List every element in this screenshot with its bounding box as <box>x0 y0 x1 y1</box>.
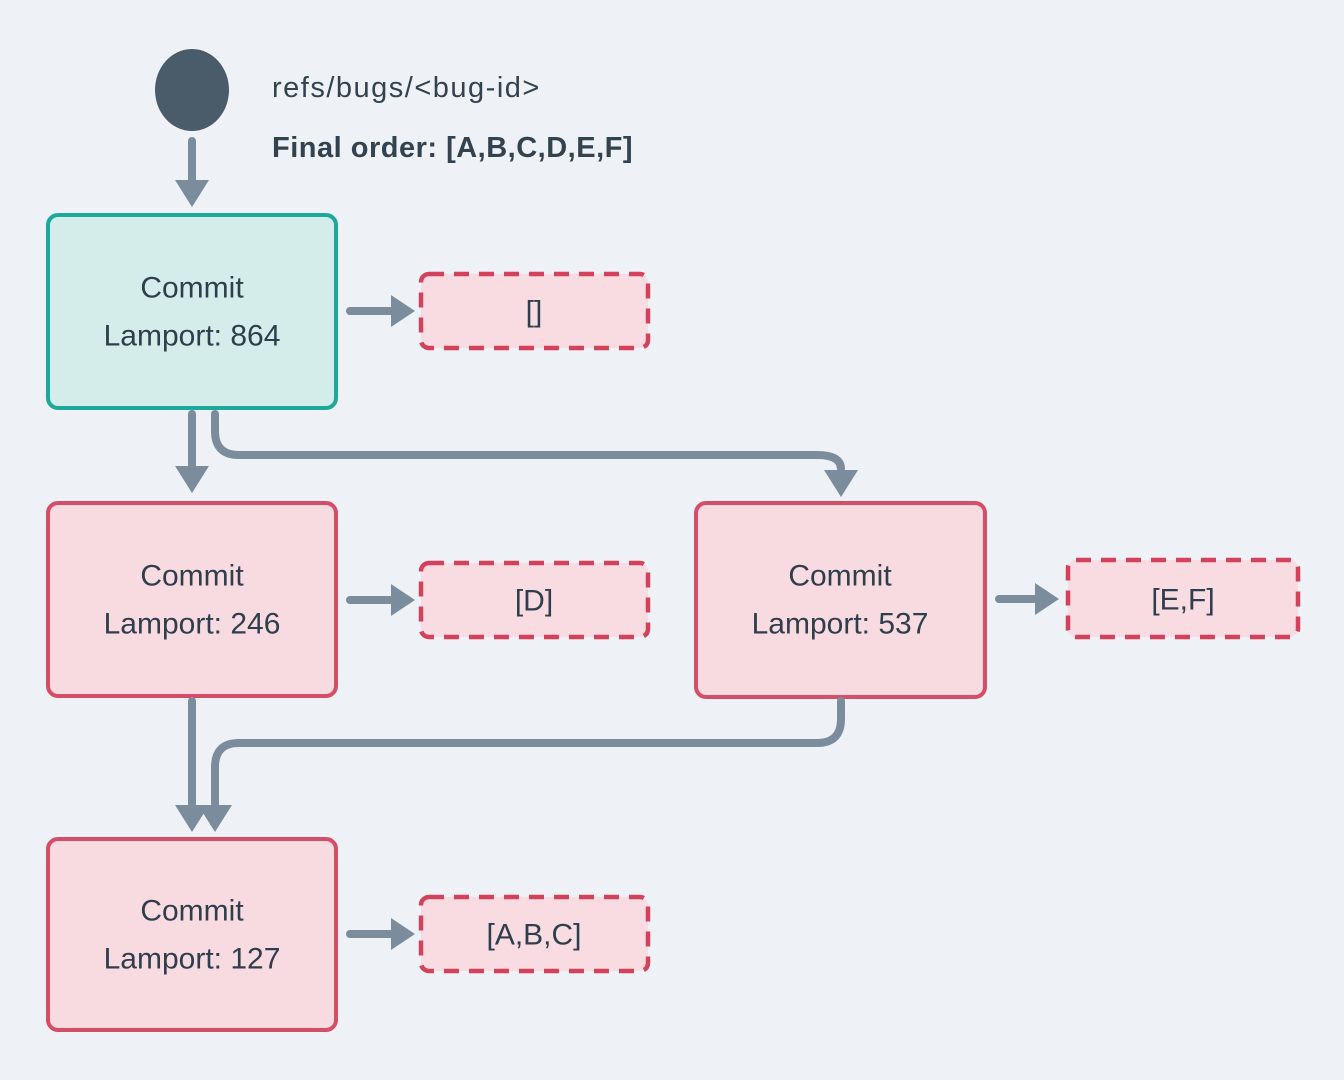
edge-commit-537-to-payload <box>995 583 1059 615</box>
commit-node-864: Commit Lamport: 864 <box>46 213 338 410</box>
payload-rect <box>418 560 651 640</box>
payload-rect <box>1065 557 1301 640</box>
edge-commit-246-to-payload <box>346 584 415 616</box>
edge-ref-to-commit-864 <box>175 137 209 207</box>
commit-title: Commit <box>140 272 244 305</box>
arrowhead-right-icon <box>391 584 415 616</box>
edge-commit-537-to-commit-127 <box>198 697 845 832</box>
arrowhead-right-icon <box>1035 583 1059 615</box>
ref-head-dot-icon <box>155 49 229 131</box>
edge-commit-864-to-payload <box>346 295 415 327</box>
commit-title: Commit <box>788 560 892 593</box>
payload-box-ef: [E,F] <box>1065 557 1301 640</box>
arrowhead-down-icon <box>175 466 209 493</box>
arrowhead-down-icon <box>824 470 858 497</box>
payload-label: [D] <box>515 585 553 618</box>
payload-box-abc: [A,B,C] <box>418 894 651 974</box>
commit-node-537: Commit Lamport: 537 <box>694 501 987 699</box>
arrowhead-down-icon <box>175 180 209 207</box>
edge-commit-864-to-commit-246 <box>175 410 209 493</box>
edge-commit-864-to-commit-537 <box>211 410 858 497</box>
commit-node-box <box>46 501 338 698</box>
commit-lamport: Lamport: 537 <box>752 608 929 641</box>
arrowhead-down-icon <box>198 805 232 832</box>
payload-label: [] <box>526 296 543 329</box>
commit-title: Commit <box>140 895 244 928</box>
commit-node-246: Commit Lamport: 246 <box>46 501 338 698</box>
final-order-label: Final order: [A,B,C,D,E,F] <box>272 132 633 164</box>
commit-node-box <box>46 837 338 1032</box>
edge-commit-127-to-payload <box>346 918 415 950</box>
commit-lamport: Lamport: 864 <box>104 320 281 353</box>
payload-label: [E,F] <box>1151 584 1214 617</box>
commit-title: Commit <box>140 560 244 593</box>
payload-box-empty: [] <box>418 271 651 351</box>
arrowhead-down-icon <box>175 805 209 832</box>
ref-name-label: refs/bugs/<bug-id> <box>272 72 541 104</box>
payload-label: [A,B,C] <box>486 919 581 952</box>
payload-rect <box>418 271 651 351</box>
commit-lamport: Lamport: 246 <box>104 608 281 641</box>
payload-rect <box>418 894 651 974</box>
arrowhead-right-icon <box>391 295 415 327</box>
payload-box-d: [D] <box>418 560 651 640</box>
edge-commit-246-to-commit-127 <box>175 697 209 832</box>
arrowhead-right-icon <box>391 918 415 950</box>
commit-lamport: Lamport: 127 <box>104 943 281 976</box>
commit-node-box <box>694 501 987 699</box>
commit-node-box <box>46 213 338 410</box>
commit-node-127: Commit Lamport: 127 <box>46 837 338 1032</box>
